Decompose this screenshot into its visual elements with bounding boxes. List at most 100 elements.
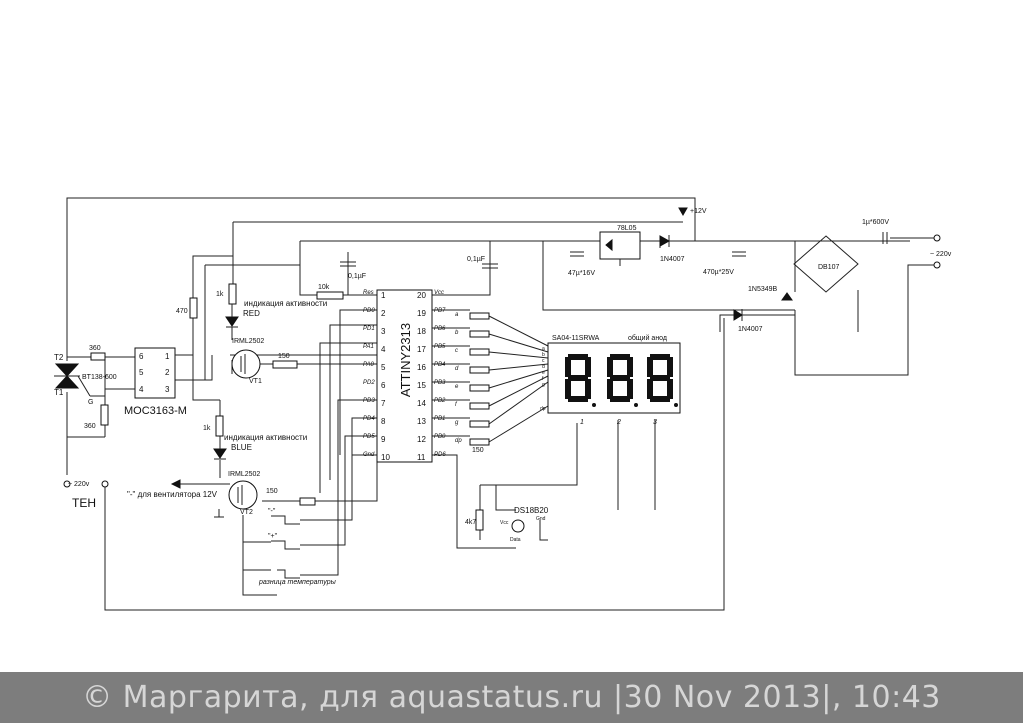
mcu-pin-name-right: PB2 bbox=[434, 398, 446, 404]
segment bbox=[627, 357, 633, 377]
seg-res-label: a bbox=[455, 312, 459, 318]
mcu-pin-name-left: Res bbox=[363, 290, 374, 296]
label-btn-temp: разница температуры bbox=[258, 579, 337, 586]
label-moc: MOC3163-M bbox=[124, 405, 187, 417]
resistor-150-seg bbox=[469, 420, 490, 428]
label-r1k-a: 1k bbox=[216, 291, 224, 298]
segment bbox=[610, 396, 630, 402]
label-ds-vcc: Vcc bbox=[500, 520, 509, 526]
terminal-ac-1 bbox=[933, 234, 941, 242]
resistor-150-seg bbox=[469, 438, 490, 446]
label-btn-minus: "-" bbox=[268, 508, 276, 515]
label-ds: DS18B20 bbox=[514, 506, 549, 515]
label-anode: общий анод bbox=[628, 334, 667, 342]
mcu-pin-right: 14 bbox=[417, 399, 426, 408]
terminal-teh-2 bbox=[101, 480, 109, 488]
mcu-pin-name-left: PD1 bbox=[363, 326, 375, 332]
resistor-150-seg bbox=[469, 348, 490, 356]
sensor-ds18b20 bbox=[511, 519, 525, 533]
moc-pin-6: 6 bbox=[139, 352, 144, 361]
label-zener: 1N5349B bbox=[748, 286, 778, 293]
resistor-150-seg bbox=[469, 312, 490, 320]
mcu-pin-left: 6 bbox=[381, 381, 386, 390]
label-c470: 470µ*25V bbox=[703, 269, 734, 276]
seg-res-label: d bbox=[455, 366, 459, 372]
label-ind-blue: индикация активности bbox=[224, 433, 307, 442]
mcu-pin-name-left: PD3 bbox=[363, 398, 375, 404]
disp-pin-3: 3 bbox=[653, 419, 657, 426]
segment bbox=[650, 396, 670, 402]
label-r360b: 360 bbox=[84, 423, 96, 430]
segment bbox=[568, 396, 588, 402]
seg-res-label: dp bbox=[455, 438, 462, 444]
segment bbox=[568, 354, 588, 360]
seg-res-label: f bbox=[455, 402, 458, 408]
mcu-pin-name-right: PB1 bbox=[434, 416, 445, 422]
segment bbox=[667, 357, 673, 377]
buttons bbox=[271, 515, 300, 579]
moc-pin-3: 3 bbox=[165, 385, 170, 394]
wires bbox=[66, 197, 935, 611]
mcu-pin-name-left: PD5 bbox=[363, 434, 375, 440]
mosfet-vt2 bbox=[228, 480, 258, 510]
resistor-150-seg bbox=[469, 366, 490, 374]
optocoupler-moc3163 bbox=[134, 347, 176, 399]
label-reg: 78L05 bbox=[617, 225, 637, 232]
diode-zener bbox=[781, 292, 793, 301]
label-12v: +12V bbox=[690, 208, 707, 215]
segment bbox=[585, 379, 591, 399]
resistor-150-vt2 bbox=[299, 497, 316, 506]
triac-bt138 bbox=[54, 363, 105, 397]
mcu-pin-name-right: PB0 bbox=[434, 434, 446, 440]
segment bbox=[565, 357, 571, 377]
mosfet-vt1 bbox=[231, 349, 261, 379]
seg-res-label: e bbox=[455, 384, 459, 390]
resistor-4k7 bbox=[475, 509, 484, 531]
mcu-pin-name-left: PD2 bbox=[363, 380, 375, 386]
moc-pin-4: 4 bbox=[139, 385, 144, 394]
seg-res-label: c bbox=[455, 348, 458, 354]
segment bbox=[568, 375, 588, 381]
resistor-1k-red bbox=[228, 283, 237, 305]
label-ac1: ~ 220v bbox=[930, 251, 952, 258]
label-r4k7: 4k7 bbox=[465, 519, 476, 526]
label-d2: 1N4007 bbox=[738, 326, 763, 333]
terminal-ac-2 bbox=[933, 261, 941, 269]
label-c01b: 0,1µF bbox=[467, 256, 485, 263]
mcu-pin-right: 12 bbox=[417, 435, 426, 444]
label-teh: TEH bbox=[72, 496, 96, 510]
mcu-pin-right: 19 bbox=[417, 309, 426, 318]
decimal-point bbox=[634, 403, 638, 407]
label-t1: T1 bbox=[54, 388, 64, 397]
label-btn-plus: "+" bbox=[268, 533, 278, 540]
label-vt2: VT2 bbox=[240, 509, 253, 516]
seg-letter: f bbox=[542, 376, 544, 382]
mcu-pin-name-right: PB4 bbox=[434, 362, 446, 368]
mcu-pin-name-left: Gnd bbox=[363, 452, 375, 458]
watermark-footer: © Маргарита, для aquastatus.ru |30 Nov 2… bbox=[0, 672, 1023, 723]
resistor-150-seg bbox=[469, 384, 490, 392]
resistor-150-vt1 bbox=[272, 360, 298, 369]
bridge-db107 bbox=[793, 235, 859, 293]
mcu-pin-left: 9 bbox=[381, 435, 386, 444]
label-irml-a: IRML2502 bbox=[232, 338, 264, 345]
segment bbox=[627, 379, 633, 399]
segment bbox=[607, 357, 613, 377]
display-digits bbox=[565, 354, 678, 407]
mcu-pin-right: 20 bbox=[417, 291, 426, 300]
moc-pin-5: 5 bbox=[139, 368, 144, 377]
mcu-pin-name-left: PA1 bbox=[363, 344, 374, 350]
label-vt1: VT1 bbox=[249, 378, 262, 385]
segment bbox=[565, 379, 571, 399]
seg-letter: d bbox=[542, 364, 545, 370]
terminal-teh-1 bbox=[63, 480, 71, 488]
label-display: SA04-11SRWA bbox=[552, 335, 600, 342]
resistor-360-top bbox=[90, 352, 106, 361]
disp-pin-1: 1 bbox=[580, 419, 584, 426]
label-g: G bbox=[88, 399, 93, 406]
label-r1k-b: 1k bbox=[203, 425, 211, 432]
moc-pin-1: 1 bbox=[165, 352, 170, 361]
